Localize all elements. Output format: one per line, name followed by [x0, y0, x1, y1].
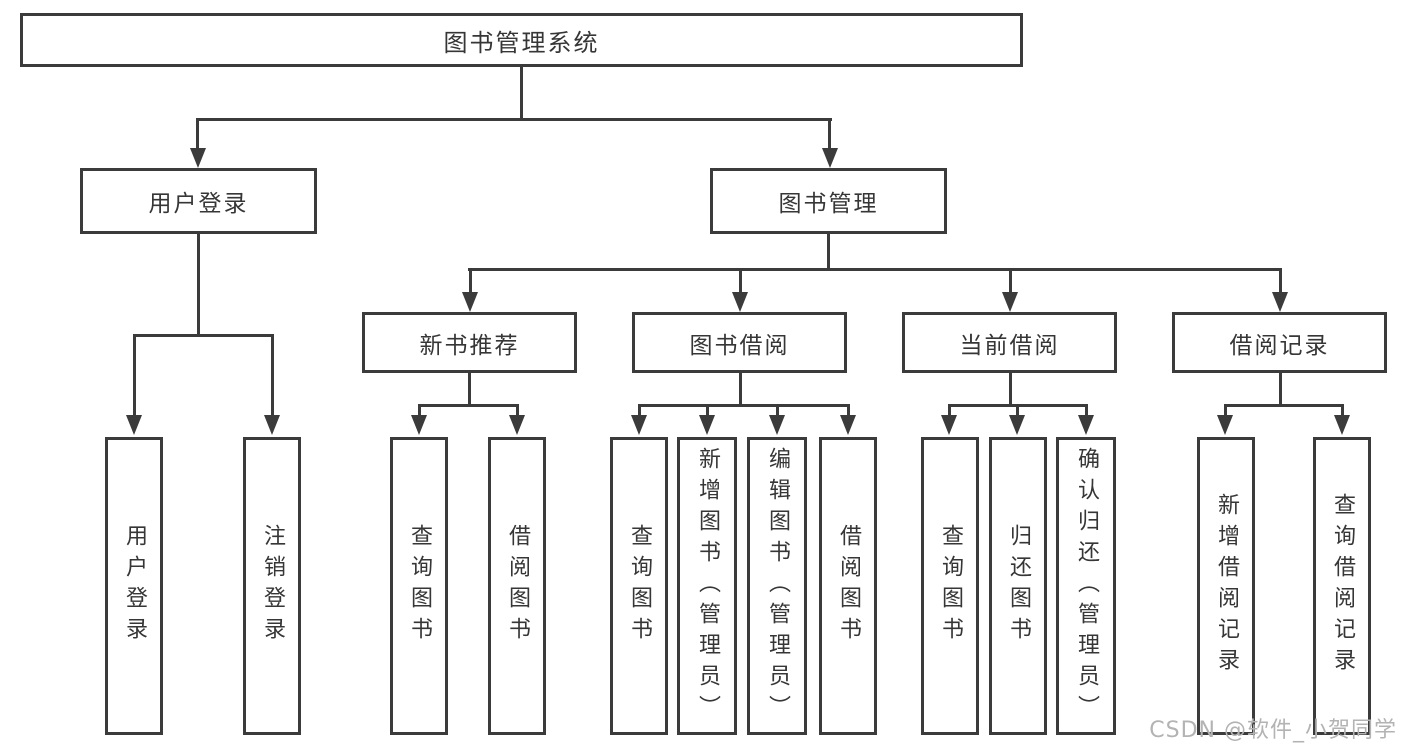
leaf-user-login: 用户登录 [105, 437, 163, 735]
node-label: 当前借阅 [959, 332, 1060, 359]
leaf-query-books-borrowing: 查询图书 [610, 437, 668, 735]
arrow-down-icon [1272, 292, 1288, 312]
node-label: 新增图书（管理员） [695, 446, 720, 726]
connector-line [418, 404, 421, 417]
node-label: 查询图书 [938, 524, 963, 648]
node-label: 查询图书 [407, 524, 432, 648]
arrow-down-icon [941, 415, 957, 435]
connector-line [1009, 268, 1012, 294]
node-user-login: 用户登录 [80, 168, 317, 234]
connector-line [1224, 404, 1227, 417]
node-label: 借阅图书 [505, 524, 530, 648]
arrow-down-icon [1002, 292, 1018, 312]
connector-line [739, 373, 742, 407]
node-label: 归还图书 [1006, 524, 1031, 648]
connector-line [1224, 404, 1344, 407]
connector-line [196, 118, 199, 150]
node-label: 查询借阅记录 [1330, 493, 1355, 679]
csdn-watermark: CSDN @软件_小贺同学 [1149, 718, 1397, 743]
node-label: 借阅记录 [1229, 332, 1330, 359]
connector-line [1085, 404, 1088, 417]
connector-line [1016, 404, 1019, 417]
arrow-down-icon [822, 148, 838, 168]
arrow-down-icon [699, 415, 715, 435]
arrow-down-icon [840, 415, 856, 435]
arrow-down-icon [631, 415, 647, 435]
leaf-return-books: 归还图书 [989, 437, 1047, 735]
leaf-query-books-current: 查询图书 [921, 437, 979, 735]
node-label: 新书推荐 [419, 332, 520, 359]
connector-line [271, 334, 274, 417]
connector-line [706, 404, 709, 417]
node-label: 图书借阅 [689, 332, 790, 359]
leaf-logout: 注销登录 [243, 437, 301, 735]
connector-line [133, 334, 274, 337]
node-current-borrowing: 当前借阅 [902, 312, 1117, 373]
node-label: 查询图书 [627, 524, 652, 648]
node-label: 借阅图书 [836, 524, 861, 648]
node-label: 确认归还（管理员） [1074, 446, 1099, 726]
leaf-query-books-recommend: 查询图书 [390, 437, 448, 735]
leaf-edit-book-admin: 编辑图书（管理员） [747, 437, 807, 735]
connector-line [828, 118, 831, 150]
connector-line [469, 268, 472, 294]
leaf-borrow-books-recommend: 借阅图书 [488, 437, 546, 735]
connector-line [776, 404, 779, 417]
node-label: 新增借阅记录 [1214, 493, 1239, 679]
node-new-book-recommend: 新书推荐 [362, 312, 577, 373]
connector-line [739, 268, 742, 294]
leaf-borrow-books-borrowing: 借阅图书 [819, 437, 877, 735]
connector-line [468, 268, 1282, 271]
arrow-down-icon [509, 415, 525, 435]
arrow-down-icon [411, 415, 427, 435]
arrow-down-icon [1078, 415, 1094, 435]
connector-line [847, 404, 850, 417]
connector-line [1009, 373, 1012, 407]
node-label: 编辑图书（管理员） [765, 446, 790, 726]
connector-line [638, 404, 850, 407]
connector-line [468, 373, 471, 407]
arrow-down-icon [1217, 415, 1233, 435]
connector-line [196, 118, 832, 121]
connector-line [418, 404, 519, 407]
arrow-down-icon [1334, 415, 1350, 435]
connector-line [827, 234, 830, 271]
connector-line [133, 334, 136, 417]
connector-line [1341, 404, 1344, 417]
arrow-down-icon [462, 292, 478, 312]
arrow-down-icon [769, 415, 785, 435]
connector-line [516, 404, 519, 417]
node-label: 用户登录 [122, 524, 147, 648]
leaf-query-borrow-record: 查询借阅记录 [1313, 437, 1371, 735]
node-label: 图书管理系统 [443, 28, 600, 57]
connector-line [1279, 373, 1282, 407]
connector-line [948, 404, 951, 417]
node-book-management: 图书管理 [710, 168, 947, 234]
connector-line [197, 234, 200, 337]
arrow-down-icon [1009, 415, 1025, 435]
arrow-down-icon [190, 148, 206, 168]
connector-line [1279, 268, 1282, 294]
node-borrowing-records: 借阅记录 [1172, 312, 1387, 373]
node-label: 图书管理 [778, 191, 879, 217]
node-root-library-management-system: 图书管理系统 [20, 13, 1023, 67]
node-label: 注销登录 [260, 524, 285, 648]
arrow-down-icon [732, 292, 748, 312]
connector-line [520, 66, 523, 120]
leaf-add-borrow-record: 新增借阅记录 [1197, 437, 1255, 735]
arrow-down-icon [126, 415, 142, 435]
connector-line [638, 404, 641, 417]
leaf-confirm-return-admin: 确认归还（管理员） [1056, 437, 1116, 735]
node-label: 用户登录 [148, 191, 249, 217]
node-book-borrowing: 图书借阅 [632, 312, 847, 373]
leaf-add-book-admin: 新增图书（管理员） [677, 437, 737, 735]
arrow-down-icon [264, 415, 280, 435]
